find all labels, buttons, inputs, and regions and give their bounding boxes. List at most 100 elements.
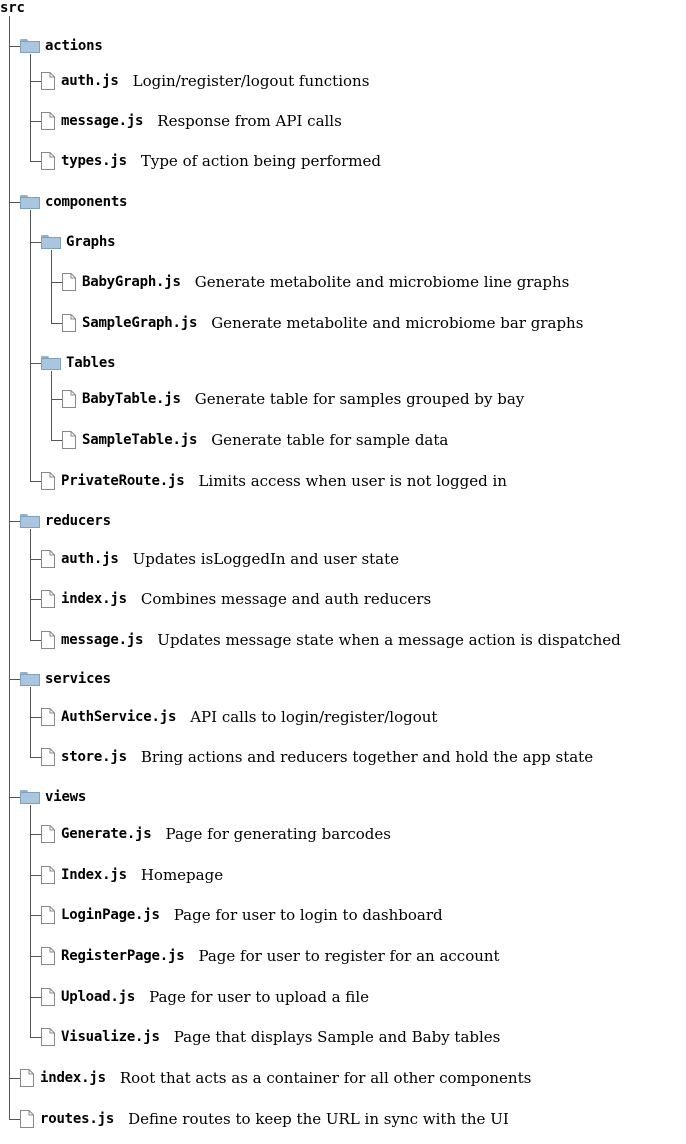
file-description: Updates isLoggedIn and user state — [132, 550, 400, 568]
file-name: BabyGraph.js — [82, 274, 181, 290]
tree-connector-line — [9, 1119, 21, 1120]
file-description: Login/register/logout functions — [132, 72, 370, 90]
tree-connector-line — [30, 481, 42, 482]
tree-folder-row[interactable]: components — [20, 191, 127, 213]
tree-connector-line — [30, 161, 42, 162]
tree-file-row[interactable]: RegisterPage.js Page for user to register… — [41, 945, 500, 967]
file-icon — [41, 748, 55, 766]
tree-folder-row[interactable]: actions — [20, 35, 103, 57]
file-description: Page for user to register for an account — [198, 947, 500, 965]
folder-name: Graphs — [66, 234, 116, 250]
file-name: Generate.js — [61, 826, 152, 842]
folder-icon — [20, 672, 40, 686]
file-name: Visualize.js — [61, 1029, 160, 1045]
file-name: index.js — [40, 1070, 106, 1086]
file-icon — [20, 1110, 34, 1128]
file-name: index.js — [61, 591, 127, 607]
folder-name: Tables — [66, 355, 116, 371]
tree-connector-line — [30, 363, 42, 364]
folder-name: services — [45, 671, 111, 687]
tree-connector-line — [30, 834, 42, 835]
tree-folder-row[interactable]: services — [20, 668, 111, 690]
file-icon — [62, 431, 76, 449]
folder-icon — [41, 235, 61, 249]
tree-connector-line — [9, 679, 21, 680]
tree-connector-line — [30, 687, 31, 757]
tree-connector-line — [30, 956, 42, 957]
tree-file-row[interactable]: Visualize.js Page that displays Sample an… — [41, 1026, 500, 1048]
tree-file-row[interactable]: auth.js Updates isLoggedIn and user state — [41, 548, 399, 570]
folder-icon — [20, 514, 40, 528]
file-icon — [41, 631, 55, 649]
tree-connector-line — [30, 121, 42, 122]
file-description: Limits access when user is not logged in — [198, 472, 507, 490]
tree-connector-line — [30, 529, 31, 640]
file-description: Bring actions and reducers together and … — [140, 748, 594, 766]
tree-connector-line — [30, 997, 42, 998]
folder-icon — [20, 39, 40, 53]
file-name: LoginPage.js — [61, 907, 160, 923]
file-name: Index.js — [61, 867, 127, 883]
file-name: Upload.js — [61, 989, 136, 1005]
tree-connector-line — [30, 805, 31, 1037]
file-name: AuthService.js — [61, 709, 177, 725]
tree-connector-line — [30, 875, 42, 876]
file-description: Page for user to login to dashboard — [173, 906, 443, 924]
tree-connector-line — [9, 46, 21, 47]
file-description: Page that displays Sample and Baby table… — [173, 1028, 501, 1046]
file-name: auth.js — [61, 551, 119, 567]
tree-connector-line — [9, 1078, 21, 1079]
file-description: Type of action being performed — [140, 152, 381, 170]
tree-folder-row[interactable]: reducers — [20, 510, 111, 532]
file-icon — [41, 152, 55, 170]
file-icon — [41, 550, 55, 568]
file-description: Updates message state when a message act… — [157, 631, 621, 649]
file-name: BabyTable.js — [82, 391, 181, 407]
tree-folder-row[interactable]: Tables — [41, 352, 116, 374]
file-description: Combines message and auth reducers — [140, 590, 432, 608]
tree-file-row[interactable]: index.js Combines message and auth reduce… — [41, 588, 431, 610]
file-description: Generate table for sample data — [211, 431, 449, 449]
file-name: SampleTable.js — [82, 432, 198, 448]
tree-connector-line — [9, 16, 10, 1119]
file-description: Generate metabolite and microbiome bar g… — [211, 314, 584, 332]
file-description: Response from API calls — [157, 112, 342, 130]
file-icon — [41, 472, 55, 490]
folder-icon — [41, 356, 61, 370]
tree-file-row[interactable]: LoginPage.js Page for user to login to da… — [41, 904, 443, 926]
file-icon — [41, 866, 55, 884]
tree-file-row[interactable]: SampleTable.js Generate table for sample … — [62, 429, 448, 451]
tree-connector-line — [9, 202, 21, 203]
tree-connector-line — [51, 399, 63, 400]
tree-connector-line — [30, 717, 42, 718]
tree-connector-line — [30, 757, 42, 758]
file-icon — [62, 390, 76, 408]
tree-connector-line — [30, 640, 42, 641]
tree-folder-row[interactable]: views — [20, 786, 86, 808]
tree-connector-line — [30, 242, 42, 243]
file-icon — [41, 906, 55, 924]
folder-name: components — [45, 194, 128, 210]
tree-connector-line — [30, 915, 42, 916]
file-name: routes.js — [40, 1111, 115, 1127]
file-icon — [41, 825, 55, 843]
tree-connector-line — [9, 797, 21, 798]
tree-folder-row[interactable]: Graphs — [41, 231, 116, 253]
file-name: RegisterPage.js — [61, 948, 185, 964]
